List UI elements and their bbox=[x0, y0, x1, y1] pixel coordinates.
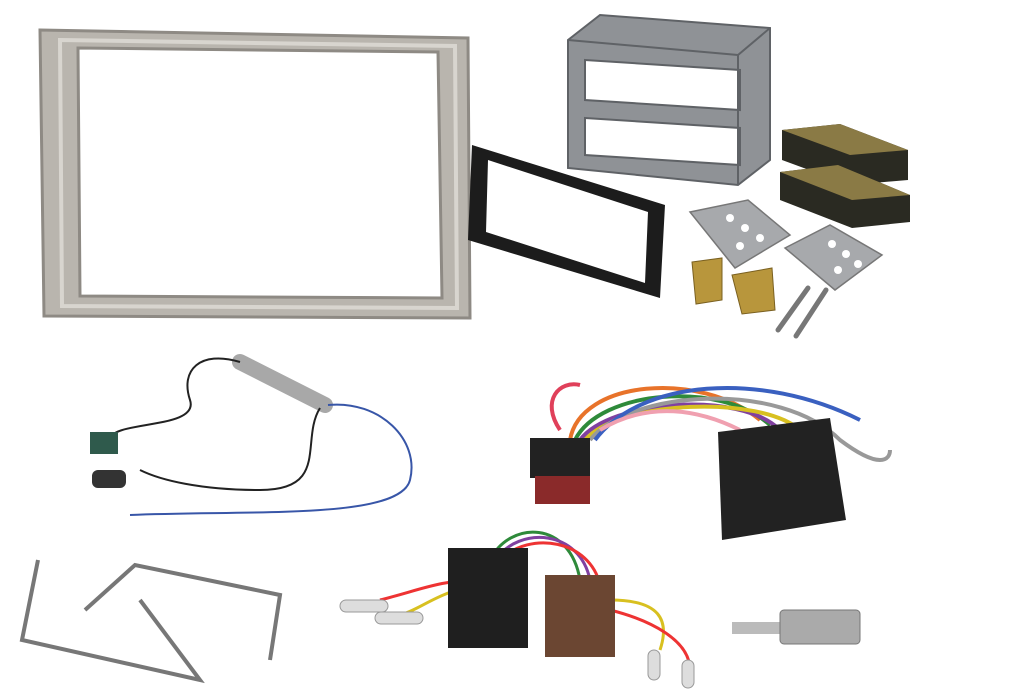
iso-harness bbox=[339, 530, 695, 689]
antenna-pin-adapter bbox=[732, 609, 861, 645]
mounting-cage bbox=[567, 13, 771, 187]
gold-clips bbox=[691, 257, 776, 315]
radio-removal-keys bbox=[19, 559, 283, 684]
bracket-plates bbox=[688, 199, 884, 291]
silver-fascia-frame bbox=[38, 28, 472, 320]
wiring-harness-quadlock bbox=[530, 382, 892, 540]
antenna-adapter bbox=[90, 354, 413, 516]
black-trim-frame bbox=[468, 145, 665, 298]
release-keys bbox=[775, 285, 829, 339]
foam-pads bbox=[780, 124, 910, 228]
